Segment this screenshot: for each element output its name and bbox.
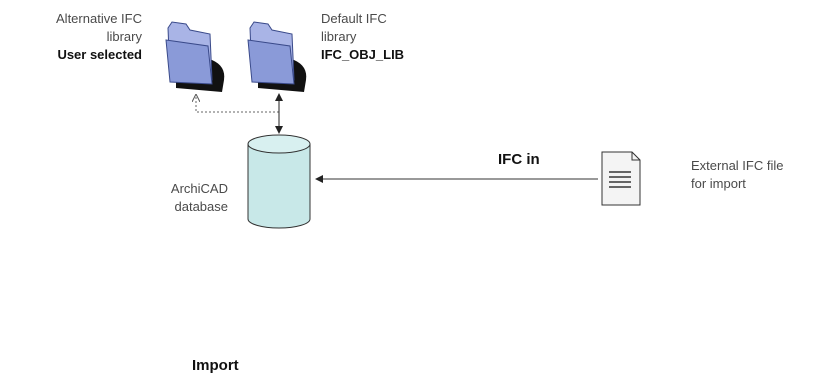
- alternative-library-label: Alternative IFC library User selected: [14, 10, 142, 64]
- external-file-document-icon: [601, 151, 641, 206]
- alternative-library-folder-icon: [165, 21, 225, 92]
- alternative-library-line1: Alternative IFC: [56, 11, 142, 26]
- import-caption: Import: [192, 357, 239, 374]
- default-library-line2: library: [321, 29, 357, 44]
- default-library-name: IFC_OBJ_LIB: [321, 47, 405, 62]
- default-library-label: Default IFC library IFC_OBJ_LIB: [321, 10, 461, 64]
- external-file-line1: External IFC file: [691, 158, 784, 173]
- external-file-label: External IFC file for import: [691, 157, 831, 193]
- database-label: ArchiCAD database: [128, 180, 228, 216]
- default-library-folder-icon: [247, 21, 307, 92]
- ifc-in-label: IFC in: [498, 151, 540, 168]
- alternative-library-name: User selected: [57, 47, 142, 62]
- database-line1: ArchiCAD: [170, 181, 228, 196]
- database-line2: database: [174, 199, 229, 214]
- default-library-line1: Default IFC: [321, 11, 387, 26]
- alternative-library-link: [196, 95, 279, 113]
- database-cylinder-icon: [247, 134, 311, 229]
- alternative-library-line2: library: [106, 29, 142, 44]
- external-file-line2: for import: [691, 176, 746, 191]
